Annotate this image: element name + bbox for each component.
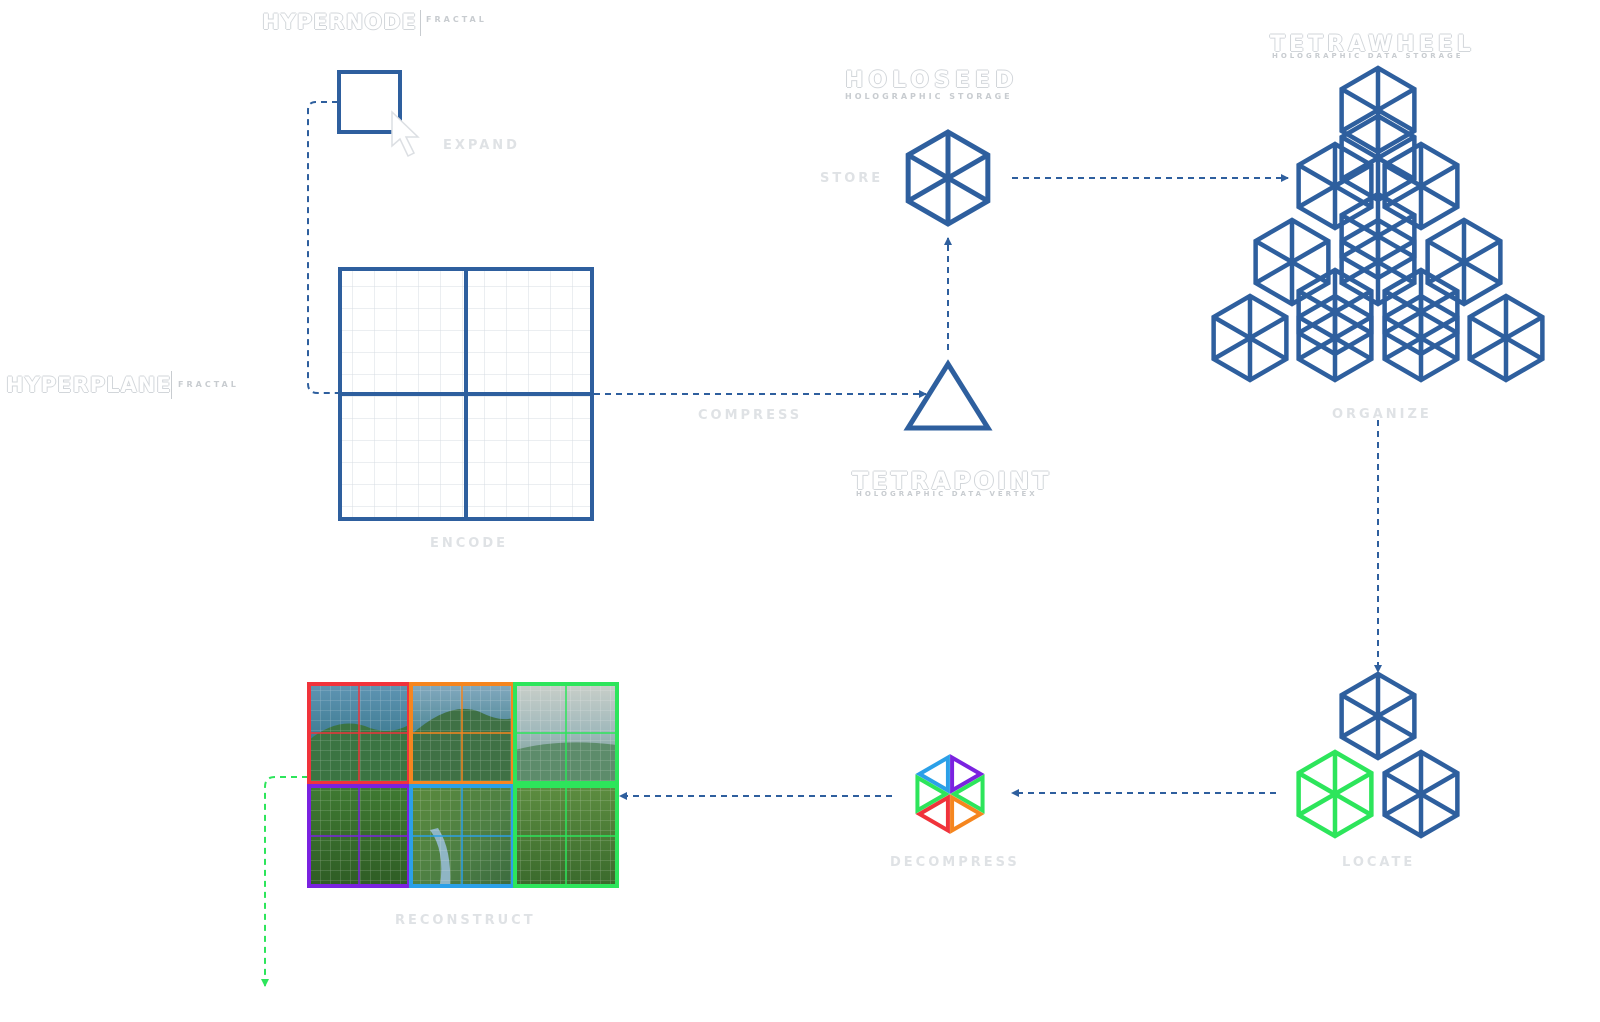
locate-cluster-icon: [1296, 671, 1460, 839]
hexagon-spoke: [1468, 315, 1544, 361]
connector-output-arrow: [261, 776, 308, 987]
hexagon-spoke: [1383, 771, 1459, 817]
step-label-locate: LOCATE: [1342, 855, 1416, 870]
decompress-triangle: [950, 754, 985, 794]
holoseed-hexagon-icon: [905, 129, 991, 227]
holoseed-logo-subtitle: HOLOGRAPHIC STORAGE: [845, 92, 1013, 101]
hexagon-spoke: [906, 152, 990, 204]
step-label-compress: COMPRESS: [698, 408, 803, 423]
hexagon-spoke: [1383, 163, 1459, 209]
hypernode-logo: HYPERNODE: [262, 10, 417, 34]
hypernode-square-icon: [337, 70, 402, 134]
connector-expand: [307, 101, 338, 394]
hexagon-spoke: [1212, 315, 1288, 361]
hexagon-spoke: [1297, 163, 1373, 209]
hexagon-spoke: [1383, 315, 1459, 361]
hyperplane-logo-divider: [171, 371, 172, 399]
hyperplane-grid-icon: [338, 267, 594, 521]
tetrawheel-pyramid-icon: [1211, 65, 1545, 383]
hexagon-spoke: [1297, 315, 1373, 361]
hexagon-spoke: [1340, 87, 1416, 133]
hexagon-spoke: [1340, 693, 1416, 739]
decompress-hexagon-icon: [915, 754, 985, 834]
decompress-triangle: [950, 774, 985, 814]
tetrawheel-logo: TETRAWHEEL: [1270, 32, 1475, 57]
connectors: [261, 101, 1382, 987]
tetrawheel-logo-subtitle: HOLOGRAPHIC DATA STORAGE: [1272, 52, 1464, 60]
tetrapoint-triangle-icon: [903, 359, 993, 431]
hexagon-spoke: [1340, 239, 1416, 285]
hexagon-spoke: [1254, 239, 1330, 285]
step-label-encode: ENCODE: [430, 536, 509, 551]
step-label-organize: ORGANIZE: [1332, 407, 1432, 422]
hexagon-spoke: [1426, 239, 1502, 285]
step-label-reconstruct: RECONSTRUCT: [395, 913, 536, 928]
step-label-decompress: DECOMPRESS: [890, 855, 1020, 870]
cursor-icon: [391, 110, 420, 158]
holoseed-logo: HOLOSEED: [845, 68, 1019, 93]
reconstruct-mosaic-icon: [307, 682, 619, 888]
hexagon-spoke: [1297, 771, 1373, 817]
decompress-triangle: [950, 794, 985, 834]
tetrapoint-logo-subtitle: HOLOGRAPHIC DATA VERTEX: [856, 490, 1038, 498]
hypernode-logo-tag: FRACTAL: [426, 15, 487, 24]
hexagon-spoke: [1340, 135, 1416, 181]
tetrapoint-logo: TETRAPOINT: [852, 467, 1052, 495]
decompress-triangle: [915, 774, 950, 814]
hypernode-logo-divider: [420, 10, 421, 36]
hyperplane-logo: HYPERPLANE: [6, 373, 172, 397]
decompress-triangle: [915, 754, 950, 794]
hyperplane-logo-tag: FRACTAL: [178, 380, 239, 389]
decompress-triangle: [915, 794, 950, 834]
step-label-store: STORE: [820, 171, 884, 186]
step-label-expand: EXPAND: [443, 138, 520, 153]
